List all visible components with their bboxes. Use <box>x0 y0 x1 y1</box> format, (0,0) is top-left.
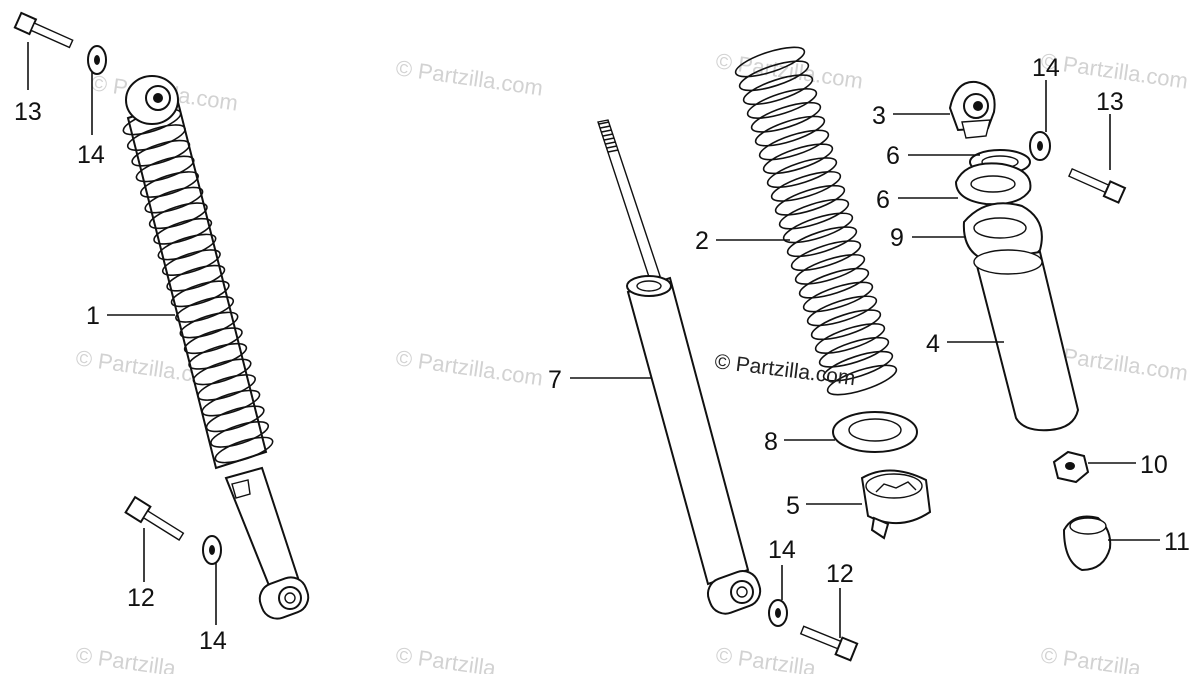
leader-lines <box>27 42 1160 638</box>
watermark: © Partzilla <box>74 642 178 674</box>
part-label-7: 7 <box>548 366 562 394</box>
watermark: © Partzilla <box>394 642 498 674</box>
part-label-6: 6 <box>876 186 890 214</box>
spring <box>734 46 898 396</box>
bolt <box>13 11 74 49</box>
part-label-13: 13 <box>1096 88 1124 116</box>
part-label-14: 14 <box>768 536 796 564</box>
part-label-2: 2 <box>695 227 709 255</box>
part-label-12: 12 <box>826 560 854 588</box>
bolt <box>124 495 185 541</box>
bolt <box>1068 167 1127 204</box>
shock-absorber-assembly <box>122 75 310 620</box>
part-label-8: 8 <box>764 428 778 456</box>
part-label-10: 10 <box>1140 451 1168 479</box>
washer <box>1029 131 1051 161</box>
spring-seat <box>832 411 918 453</box>
damper-unit <box>597 119 762 615</box>
dust-cover <box>973 249 1080 432</box>
washer <box>87 45 107 75</box>
part-label-14: 14 <box>199 627 227 655</box>
part-labels: 13 14 1 12 14 7 2 8 5 14 12 3 6 6 9 4 14… <box>14 54 1190 655</box>
part-label-5: 5 <box>786 492 800 520</box>
watermark: © Partzilla.com <box>394 55 544 100</box>
part-label-14: 14 <box>1032 54 1060 82</box>
collar <box>954 162 1032 206</box>
stopper <box>962 202 1043 265</box>
nut <box>1052 450 1090 484</box>
part-label-4: 4 <box>926 330 940 358</box>
part-label-13: 13 <box>14 98 42 126</box>
watermark: © Partzilla.com <box>394 345 544 390</box>
bolt <box>799 625 859 662</box>
watermark: © Partzilla.com <box>714 48 864 93</box>
washer <box>202 535 222 565</box>
part-label-9: 9 <box>890 224 904 252</box>
part-label-1: 1 <box>86 302 100 330</box>
watermark: © Partzilla <box>714 642 818 674</box>
watermark: © Partzilla.com <box>1039 48 1189 93</box>
spring-adjuster <box>860 469 932 540</box>
part-label-11: 11 <box>1164 528 1190 556</box>
watermark-main: © Partzilla.com <box>713 350 856 390</box>
part-label-6: 6 <box>886 142 900 170</box>
part-label-12: 12 <box>127 584 155 612</box>
part-label-3: 3 <box>872 102 886 130</box>
part-label-14: 14 <box>77 141 105 169</box>
watermark: © Partzilla <box>1039 642 1143 674</box>
washer <box>768 599 788 627</box>
upper-mount <box>948 80 996 139</box>
spring-coils <box>122 108 274 464</box>
bushing <box>1062 515 1112 572</box>
